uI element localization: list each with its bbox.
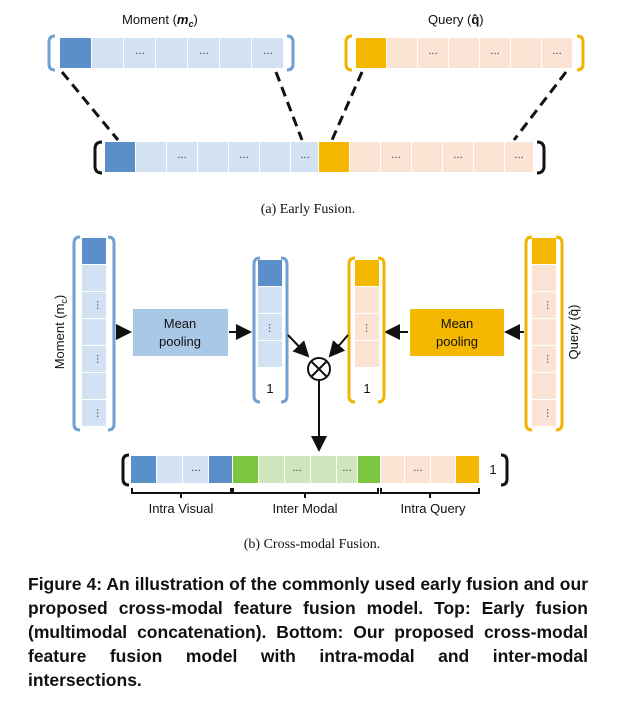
svg-text:...: ...: [263, 46, 273, 57]
svg-text:...: ...: [94, 408, 105, 418]
svg-text:...: ...: [453, 150, 463, 161]
svg-text:...: ...: [94, 300, 105, 310]
svg-text:...: ...: [490, 46, 500, 57]
intra-visual-label: Intra Visual: [149, 501, 214, 516]
concatenated-vector: ... ... ... ... ... ...: [93, 140, 546, 175]
svg-text:...: ...: [266, 323, 277, 333]
svg-text:...: ...: [552, 46, 562, 57]
svg-text:...: ...: [391, 150, 401, 161]
query-column: ... ... ...: [524, 235, 564, 432]
moment-vertical-label: Moment (mc): [52, 295, 69, 370]
outer-product-icon: [307, 357, 331, 381]
svg-text:...: ...: [544, 354, 555, 364]
svg-text:pooling: pooling: [436, 334, 478, 349]
svg-text:1: 1: [266, 381, 273, 396]
fused-vector: ... ... ... ... 1: [121, 453, 509, 487]
svg-text:1: 1: [363, 381, 370, 396]
caption-a: (a) Early Fusion.: [261, 202, 355, 217]
svg-text:...: ...: [428, 46, 438, 57]
query-vector-top: ... ... ...: [344, 34, 585, 72]
svg-text:1: 1: [489, 462, 496, 477]
svg-text:...: ...: [544, 408, 555, 418]
svg-text:...: ...: [239, 150, 249, 161]
svg-text:...: ...: [199, 46, 209, 57]
pooled-query-column: ... 1: [347, 256, 386, 404]
group-brackets: [131, 488, 480, 498]
svg-text:...: ...: [413, 463, 423, 474]
svg-text:Mean: Mean: [164, 316, 197, 331]
svg-text:...: ...: [544, 300, 555, 310]
svg-text:pooling: pooling: [159, 334, 201, 349]
moment-column: ... ... ...: [72, 235, 116, 432]
svg-text:...: ...: [292, 463, 302, 474]
pooled-visual-column: ... 1: [252, 256, 289, 404]
svg-text:...: ...: [514, 150, 524, 161]
moment-vector-top: ... ... ...: [47, 34, 295, 72]
inter-modal-label: Inter Modal: [272, 501, 337, 516]
caption-b: (b) Cross-modal Fusion.: [244, 537, 381, 552]
svg-text:...: ...: [363, 323, 374, 333]
moment-label: Moment (mc): [122, 12, 198, 29]
intra-query-label: Intra Query: [400, 501, 466, 516]
svg-text:...: ...: [191, 463, 201, 474]
svg-text:...: ...: [135, 46, 145, 57]
svg-text:...: ...: [94, 354, 105, 364]
svg-text:Mean: Mean: [441, 316, 474, 331]
figure-caption: Figure 4: An illustration of the commonl…: [28, 574, 588, 690]
figure-diagram: Moment (mc) Query (q̂) ... ... ... ... .…: [47, 12, 585, 552]
mean-pooling-right: Mean pooling: [410, 309, 504, 356]
query-vertical-label: Query (q̂): [566, 305, 581, 360]
query-label: Query (q̂): [428, 12, 484, 27]
arrow-query-to-product: [328, 334, 349, 358]
svg-text:...: ...: [300, 150, 310, 161]
svg-text:...: ...: [342, 463, 352, 474]
arrow-visual-to-product: [287, 334, 310, 358]
mean-pooling-left: Mean pooling: [133, 309, 228, 356]
svg-text:...: ...: [177, 150, 187, 161]
dashed-connectors: [60, 71, 568, 141]
